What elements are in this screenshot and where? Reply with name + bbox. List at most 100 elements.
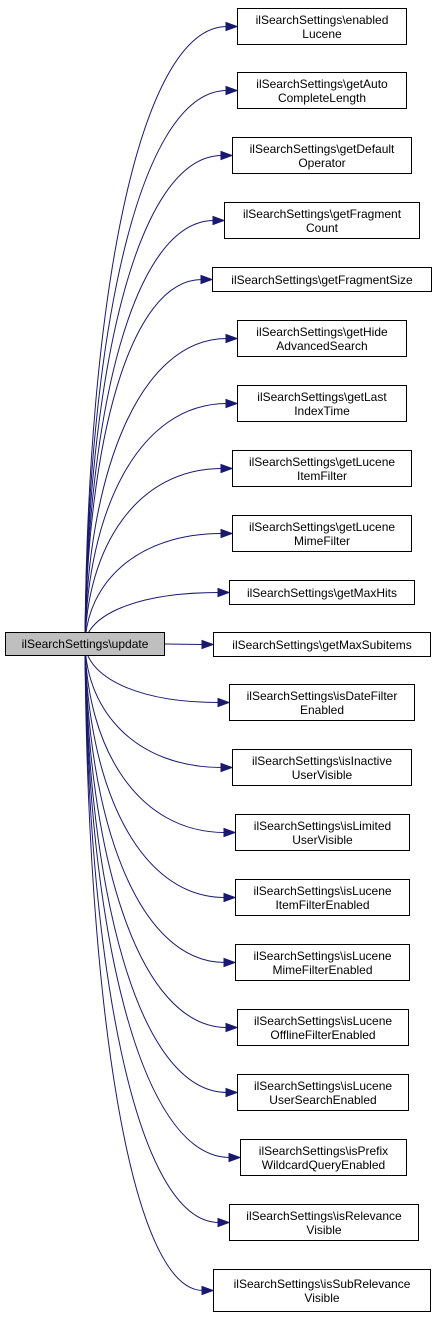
call-edge [84, 528, 234, 645]
callee-node[interactable]: ilSearchSettings\isLucene MimeFilterEnab… [235, 944, 410, 981]
callee-node[interactable]: ilSearchSettings\isDateFilter Enabled [229, 684, 415, 721]
callee-label-line2: MimeFilter [293, 533, 350, 548]
callee-node-label: ilSearchSettings\isLucene MimeFilterEnab… [253, 949, 391, 977]
callee-node[interactable]: ilSearchSettings\getLucene ItemFilter [232, 450, 412, 487]
callee-node-label: ilSearchSettings\getMaxSubitems [232, 638, 411, 652]
arrowhead [223, 892, 237, 903]
callee-node-label: ilSearchSettings\isLucene UserSearchEnab… [254, 1079, 392, 1107]
callee-label-line1: ilSearchSettings\getMaxSubitems [232, 637, 412, 652]
arrowhead [212, 215, 226, 226]
arrowhead [200, 274, 214, 285]
callee-label-line1: ilSearchSettings\isSubRelevance [233, 1276, 411, 1291]
arrowhead [223, 957, 237, 968]
callee-label-line1: ilSearchSettings\getDefault [249, 141, 395, 156]
arrowhead [225, 398, 239, 409]
callee-node-label: ilSearchSettings\getLucene ItemFilter [249, 455, 395, 483]
callee-label-line2: Lucene [302, 26, 342, 41]
call-edge [164, 639, 215, 650]
arrowhead [220, 762, 234, 773]
callee-label-line1: ilSearchSettings\enabled [255, 12, 389, 27]
arrowhead [220, 463, 234, 474]
callee-node-label: ilSearchSettings\getLast IndexTime [257, 390, 386, 418]
arrowhead [201, 1285, 215, 1296]
call-edge [84, 643, 234, 773]
arrowhead [220, 150, 234, 161]
call-edge [84, 85, 239, 645]
call-edge [84, 643, 239, 1098]
callee-node-label: ilSearchSettings\isRelevance Visible [246, 1209, 401, 1237]
callee-label-line1: ilSearchSettings\getAuto [256, 76, 388, 91]
callee-node[interactable]: ilSearchSettings\getLucene MimeFilter [232, 515, 412, 552]
call-edge [84, 21, 239, 645]
callee-label-line1: ilSearchSettings\getFragment [242, 206, 402, 221]
callee-label-line2: ItemFilter [296, 468, 347, 483]
callee-node[interactable]: ilSearchSettings\isRelevance Visible [229, 1204, 419, 1241]
callee-node[interactable]: ilSearchSettings\isLucene ItemFilterEnab… [235, 879, 410, 916]
callee-label-line2: IndexTime [294, 403, 350, 418]
callee-node-label: ilSearchSettings\getHide AdvancedSearch [256, 325, 387, 353]
callee-node[interactable]: ilSearchSettings\getMaxSubitems [213, 632, 431, 657]
arrowhead [201, 639, 215, 650]
callee-node[interactable]: ilSearchSettings\getHide AdvancedSearch [237, 320, 407, 357]
callee-node[interactable]: ilSearchSettings\isLucene OfflineFilterE… [237, 1009, 409, 1046]
callee-node-label: ilSearchSettings\isSubRelevance Visible [234, 1277, 411, 1305]
callee-label-line2: Visible [304, 1290, 340, 1305]
arrowhead [225, 1087, 239, 1098]
callee-label-line1: ilSearchSettings\isDateFilter [246, 688, 398, 703]
callee-node-label: ilSearchSettings\getFragment Count [243, 207, 401, 235]
callee-node-label: ilSearchSettings\isLucene ItemFilterEnab… [253, 884, 391, 912]
callee-label-line1: ilSearchSettings\isLucene [253, 883, 392, 898]
callee-node-label: ilSearchSettings\isDateFilter Enabled [247, 689, 398, 717]
callee-label-line1: ilSearchSettings\isLimited [253, 818, 392, 833]
callee-node[interactable]: ilSearchSettings\isLimited UserVisible [235, 814, 410, 851]
callee-node-label: ilSearchSettings\isLimited UserVisible [254, 819, 391, 847]
callee-label-line1: ilSearchSettings\isLucene [253, 948, 392, 963]
callee-label-line2: Visible [306, 1222, 342, 1237]
arrowhead [220, 528, 234, 539]
callee-node[interactable]: ilSearchSettings\getMaxHits [229, 580, 415, 605]
callee-node-label: ilSearchSettings\getDefault Operator [250, 142, 395, 170]
callee-node[interactable]: ilSearchSettings\isInactive UserVisible [232, 749, 412, 786]
arrowhead [228, 1152, 242, 1163]
callee-node[interactable]: ilSearchSettings\getFragment Count [224, 202, 420, 239]
root-node-update[interactable]: ilSearchSettings\update [5, 632, 165, 656]
callee-node[interactable]: ilSearchSettings\enabled Lucene [237, 8, 407, 45]
call-edge [84, 643, 242, 1163]
callee-label-line1: ilSearchSettings\isPrefix [258, 1143, 389, 1158]
callee-node[interactable]: ilSearchSettings\getAuto CompleteLength [237, 72, 407, 109]
callee-node[interactable]: ilSearchSettings\getDefault Operator [232, 137, 412, 174]
callee-node[interactable]: ilSearchSettings\isLucene UserSearchEnab… [237, 1074, 409, 1111]
callee-node[interactable]: ilSearchSettings\getLast IndexTime [237, 385, 407, 422]
callee-label-line2: AdvancedSearch [276, 338, 368, 353]
callee-node[interactable]: ilSearchSettings\isSubRelevance Visible [213, 1269, 431, 1312]
callee-label-line1: ilSearchSettings\isInactive [251, 753, 393, 768]
call-edge [84, 274, 214, 645]
callee-label-line1: ilSearchSettings\isLucene [253, 1013, 393, 1028]
callee-node[interactable]: ilSearchSettings\isPrefix WildcardQueryE… [240, 1139, 407, 1176]
callee-label-line2: OfflineFilterEnabled [270, 1027, 376, 1042]
callee-label-line2: CompleteLength [277, 90, 367, 105]
callee-node[interactable]: ilSearchSettings\getFragmentSize [212, 267, 432, 292]
callee-label-line2: Enabled [299, 702, 345, 717]
arrowhead [225, 333, 239, 344]
arrowhead [217, 697, 231, 708]
callee-label-line1: ilSearchSettings\getHide [256, 324, 388, 339]
callee-node-label: ilSearchSettings\isInactive UserVisible [252, 754, 392, 782]
call-edge [84, 333, 239, 645]
call-edge [84, 398, 239, 645]
call-edge [84, 643, 231, 1228]
callee-label-line1: ilSearchSettings\getMaxHits [246, 585, 398, 600]
arrowhead [225, 21, 239, 32]
call-edge [84, 643, 237, 903]
call-edge [84, 150, 234, 645]
callee-label-line2: ItemFilterEnabled [275, 897, 370, 912]
callee-node-label: ilSearchSettings\getFragmentSize [231, 273, 412, 287]
arrowhead [225, 1022, 239, 1033]
callee-label-line1: ilSearchSettings\getLast [257, 389, 387, 404]
callee-label-line2: MimeFilterEnabled [272, 962, 373, 977]
call-edge [84, 215, 226, 645]
callee-label-line2: UserVisible [292, 832, 353, 847]
arrowhead [217, 1217, 231, 1228]
callee-node-label: ilSearchSettings\isPrefix WildcardQueryE… [259, 1144, 388, 1172]
